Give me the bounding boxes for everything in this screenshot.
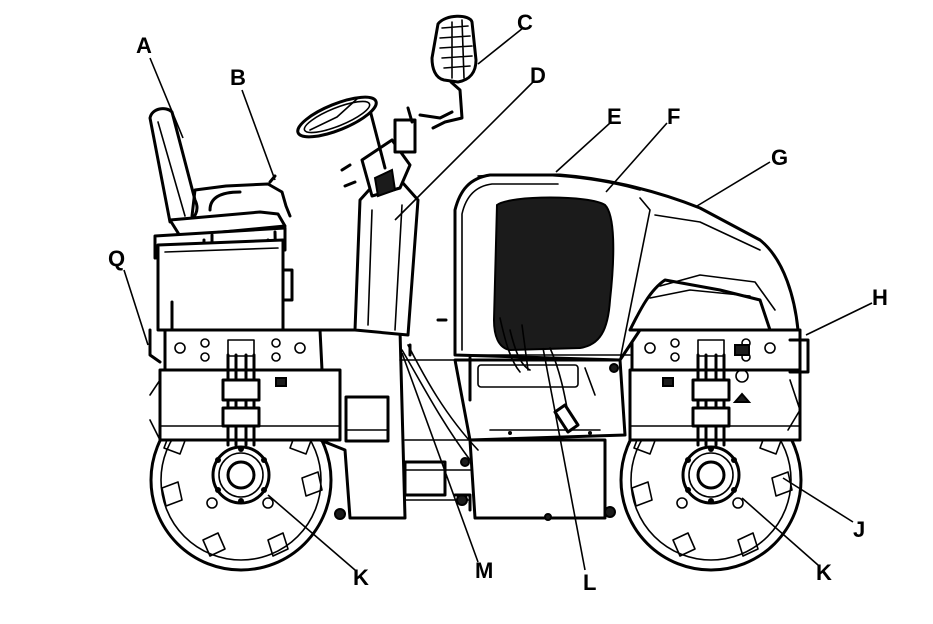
label-g: G bbox=[771, 145, 788, 170]
label-h: H bbox=[872, 285, 888, 310]
leader-l bbox=[542, 347, 586, 571]
leader-b bbox=[241, 89, 276, 181]
label-a: A bbox=[136, 33, 152, 58]
operator-seat bbox=[148, 107, 292, 260]
leader-g bbox=[696, 161, 771, 207]
label-k-left: K bbox=[353, 565, 369, 590]
leader-k-left bbox=[267, 494, 356, 571]
seat-base bbox=[148, 238, 294, 364]
hood-latch-cables bbox=[499, 317, 571, 426]
label-b: B bbox=[230, 65, 246, 90]
label-l: L bbox=[583, 570, 596, 595]
rear-drum-hub bbox=[206, 445, 274, 509]
callout-labels: A B C D E F G H J K K L M Q bbox=[108, 10, 888, 595]
leader-c bbox=[477, 27, 524, 65]
rear-frame bbox=[149, 328, 342, 447]
label-c: C bbox=[517, 10, 533, 35]
mount-bolts bbox=[334, 318, 616, 521]
leader-k-right bbox=[741, 497, 819, 566]
label-f: F bbox=[667, 104, 680, 129]
label-j: J bbox=[853, 517, 865, 542]
leader-h bbox=[805, 302, 873, 336]
leader-q bbox=[123, 269, 149, 346]
label-q: Q bbox=[108, 246, 125, 271]
front-frame bbox=[628, 328, 810, 447]
front-drum-hub bbox=[676, 445, 744, 509]
label-d: D bbox=[530, 63, 546, 88]
leader-a bbox=[149, 57, 184, 139]
hood-latch-handle bbox=[553, 403, 580, 434]
label-k-right: K bbox=[816, 560, 832, 585]
leader-e bbox=[555, 122, 611, 173]
leader-m bbox=[401, 352, 479, 563]
label-m: M bbox=[475, 558, 493, 583]
leader-f bbox=[605, 122, 668, 193]
hood-grille bbox=[492, 196, 615, 352]
label-e: E bbox=[607, 104, 622, 129]
steering-console bbox=[296, 95, 454, 337]
mirror bbox=[430, 14, 478, 130]
leader-j bbox=[782, 477, 854, 523]
leader-d bbox=[394, 81, 534, 221]
callout-leaders bbox=[123, 27, 873, 571]
